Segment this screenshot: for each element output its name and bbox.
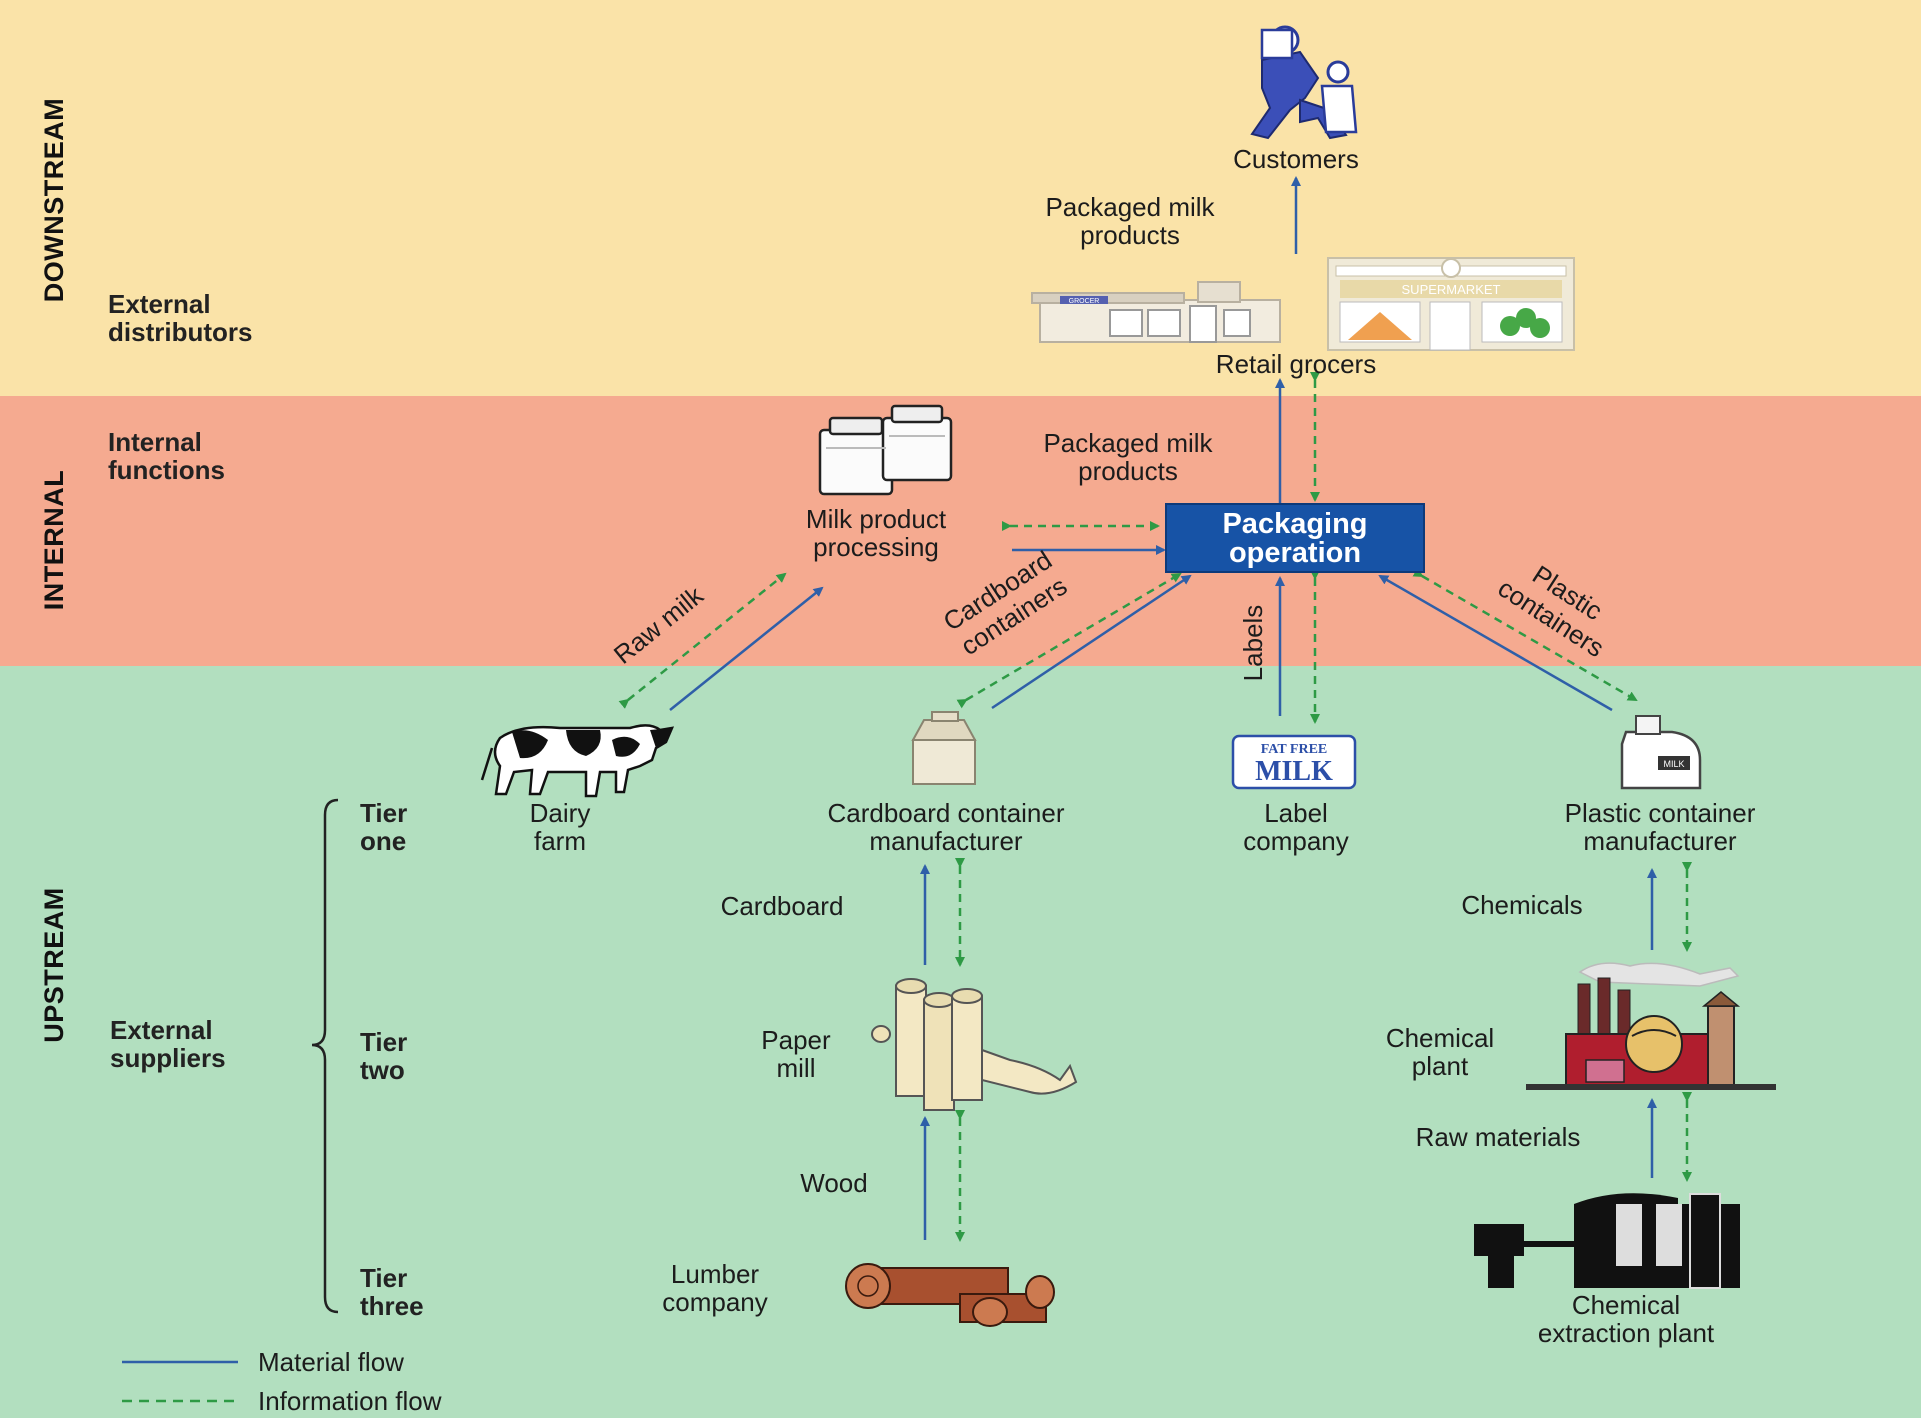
logs-icon (845, 1263, 1055, 1327)
grocer-store-icon: GROCER (1031, 281, 1281, 343)
legend-information-label: Information flow (258, 1386, 442, 1416)
downstream-band (0, 0, 1921, 396)
tier-bracket (311, 798, 339, 1314)
fat-free-milk-label-icon: FAT FREE MILK (1231, 734, 1357, 790)
information-flow-arrow (618, 572, 787, 709)
cardboard-flow-label: Cardboard (721, 891, 844, 921)
svg-text:MILK: MILK (1255, 756, 1333, 787)
cardboard-carton-icon (911, 711, 977, 785)
cow-icon (480, 724, 675, 798)
legend: Material flow Information flow (122, 1347, 442, 1416)
svg-text:MILK: MILK (1663, 759, 1684, 769)
plastic-jug-icon: MILK (1620, 715, 1702, 790)
wood-flow-label: Wood (800, 1168, 867, 1198)
legend-material-label: Material flow (258, 1347, 404, 1377)
packaging-operation-node: Packaging operation (1165, 503, 1425, 573)
customers-label: Customers (1233, 144, 1359, 174)
paper-rolls-icon (871, 978, 1078, 1111)
chemical-extraction-plant-icon (1474, 1193, 1740, 1289)
svg-text:Packaging: Packaging (1222, 508, 1367, 540)
svg-text:operation: operation (1229, 537, 1361, 569)
chemical-plant-icon (1526, 962, 1776, 1090)
band-title-internal: INTERNAL (39, 470, 69, 611)
band-title-upstream: UPSTREAM (39, 887, 69, 1043)
supermarket-icon: SUPERMARKET (1327, 257, 1575, 351)
retail-grocers-label: Retail grocers (1216, 349, 1376, 379)
raw-materials-flow-label: Raw materials (1416, 1122, 1581, 1152)
band-title-downstream: DOWNSTREAM (39, 98, 69, 302)
svg-text:FAT FREE: FAT FREE (1261, 742, 1328, 757)
svg-text:GROCER: GROCER (1069, 298, 1100, 305)
milk-cans-icon (818, 404, 953, 496)
chemicals-flow-label: Chemicals (1461, 890, 1582, 920)
customers-icon (1250, 25, 1358, 140)
svg-text:SUPERMARKET: SUPERMARKET (1402, 282, 1501, 297)
labels-label: Labels (1238, 605, 1268, 682)
